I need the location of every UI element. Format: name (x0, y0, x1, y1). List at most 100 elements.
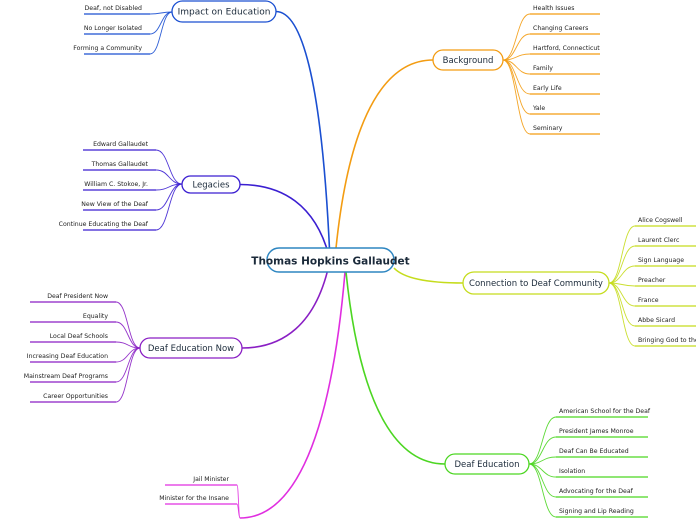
leaf-deaf-education-2[interactable]: Deaf Can Be Educated (528, 448, 648, 465)
leaf-connector (528, 436, 557, 465)
leaf-background-1[interactable]: Changing Careers (502, 25, 600, 61)
branch-deaf-education-box (444, 453, 530, 475)
leaf-connector (608, 282, 636, 327)
leaf-label: France (638, 297, 659, 304)
leaf-connector (236, 503, 241, 519)
leaf-connection-3[interactable]: Preacher (608, 277, 696, 287)
leaf-deaf-ed-now-2[interactable]: Local Deaf Schools (30, 333, 141, 349)
leaf-deaf-ed-now-0[interactable]: Deaf President Now (30, 293, 141, 349)
branch-deaf-ed-now-label: Deaf Education Now (148, 344, 234, 354)
leaf-deaf-education-3[interactable]: Isolation (528, 463, 648, 478)
leaf-label: Continue Educating the Deaf (59, 221, 149, 228)
leaf-deaf-education-5[interactable]: Signing and Lip Reading (528, 463, 648, 518)
leaf-deaf-ed-now-1[interactable]: Equality (30, 313, 141, 349)
leaf-label: Preacher (638, 277, 666, 284)
leaf-background-6[interactable]: Seminary (502, 59, 600, 135)
leaf-label: Sign Language (638, 257, 684, 264)
leaf-label: Jail Minister (192, 476, 229, 483)
leaf-label: William C. Stokoe, Jr. (84, 181, 148, 188)
leaf-label: Deaf Can Be Educated (559, 448, 629, 455)
leaf-label: Thomas Gallaudet (91, 161, 149, 168)
leaf-label: Hartford, Connecticut (533, 45, 600, 52)
leaf-connector (528, 463, 557, 518)
branch-legacies-box (181, 175, 241, 194)
leaf-deaf-education-0[interactable]: American School for the Deaf (528, 408, 651, 465)
leaf-background-2[interactable]: Hartford, Connecticut (502, 45, 600, 61)
leaf-impact-2[interactable]: Forming a Community (73, 11, 173, 55)
leaf-connector (149, 11, 173, 35)
leaf-connection-6[interactable]: Bringing God to the Deaf (608, 282, 696, 347)
branch-legacies[interactable]: Legacies (181, 175, 241, 194)
branch-deaf-ed-now[interactable]: Deaf Education Now (139, 337, 243, 359)
leaf-connector (115, 321, 141, 349)
central-topic[interactable]: Thomas Hopkins Gallaudet (251, 247, 410, 273)
leaf-ministry-1[interactable]: Minister for the Insane (159, 495, 241, 519)
connector-deaf-ed-now (241, 259, 331, 349)
branch-deaf-education-label: Deaf Education (455, 460, 520, 470)
leaf-connector (155, 169, 183, 185)
leaf-label: Abbe Sicard (638, 317, 675, 324)
leaf-deaf-education-4[interactable]: Advocating for the Deaf (528, 463, 648, 498)
leaf-impact-0[interactable]: Deaf, not Disabled (84, 5, 173, 15)
leaf-label: Seminary (533, 125, 563, 132)
connector-legacies (239, 183, 331, 261)
leaf-label: Laurent Clerc (638, 237, 680, 244)
leaf-connection-0[interactable]: Alice Cogswell (608, 217, 696, 284)
leaf-background-0[interactable]: Health Issues (502, 5, 600, 61)
leaf-label: Advocating for the Deaf (559, 488, 634, 495)
leaf-label: Local Deaf Schools (50, 333, 108, 340)
leaf-label: President James Monroe (559, 428, 634, 435)
connector-ministry (239, 271, 346, 519)
leaf-label: Career Opportunities (43, 393, 108, 400)
leaf-connector (155, 149, 183, 185)
leaf-connector (502, 13, 531, 61)
leaf-background-3[interactable]: Family (502, 59, 600, 75)
leaf-connector (608, 282, 636, 347)
leaf-label: Forming a Community (73, 45, 142, 52)
leaf-label: Signing and Lip Reading (559, 508, 634, 515)
leaf-legacies-2[interactable]: William C. Stokoe, Jr. (83, 181, 183, 191)
central-topic-box (266, 247, 395, 273)
leaf-connection-1[interactable]: Laurent Clerc (608, 237, 696, 284)
branch-connection-label: Connection to Deaf Community (469, 279, 603, 289)
leaf-legacies-0[interactable]: Edward Gallaudet (83, 141, 183, 185)
leaf-label: Equality (83, 313, 108, 320)
leaf-connector (502, 59, 531, 135)
leaf-label: Mainstream Deaf Programs (24, 373, 108, 380)
leaf-label: Family (533, 65, 553, 72)
leaf-label: Early Life (533, 85, 562, 92)
branch-legacies-label: Legacies (192, 181, 230, 191)
leaf-connector (155, 183, 183, 231)
leaf-deaf-ed-now-5[interactable]: Career Opportunities (30, 347, 141, 403)
leaf-label: Deaf, not Disabled (85, 5, 143, 12)
branch-impact-box (171, 0, 277, 23)
leaf-legacies-4[interactable]: Continue Educating the Deaf (59, 183, 183, 231)
leaf-label: Minister for the Insane (159, 495, 229, 502)
leaf-label: Health Issues (533, 5, 575, 12)
leaf-label: American School for the Deaf (559, 408, 651, 415)
branch-deaf-education[interactable]: Deaf Education (444, 453, 530, 475)
leaf-connection-5[interactable]: Abbe Sicard (608, 282, 696, 327)
leaf-label: Yale (532, 105, 545, 112)
leaf-deaf-ed-now-3[interactable]: Increasing Deaf Education (27, 347, 141, 363)
leaf-legacies-1[interactable]: Thomas Gallaudet (83, 161, 183, 185)
leaf-connector (528, 416, 557, 465)
leaf-label: Alice Cogswell (638, 217, 683, 224)
branch-deaf-ed-now-box (139, 337, 243, 359)
leaf-label: Changing Careers (533, 25, 588, 32)
branch-background-label: Background (443, 56, 494, 66)
leaf-deaf-education-1[interactable]: President James Monroe (528, 428, 648, 465)
leaf-label: Increasing Deaf Education (27, 353, 108, 360)
leaf-connection-2[interactable]: Sign Language (608, 257, 696, 284)
branch-background[interactable]: Background (432, 49, 504, 71)
leaf-label: Edward Gallaudet (93, 141, 148, 148)
branch-connection-box (462, 271, 610, 295)
leaf-impact-1[interactable]: No Longer Isolated (84, 11, 173, 35)
leaf-connector (502, 59, 531, 95)
branch-impact[interactable]: Impact on Education (171, 0, 277, 23)
leaf-label: Bringing God to the Deaf (638, 337, 696, 344)
branch-impact-label: Impact on Education (178, 8, 271, 18)
branch-connection[interactable]: Connection to Deaf Community (462, 271, 610, 295)
